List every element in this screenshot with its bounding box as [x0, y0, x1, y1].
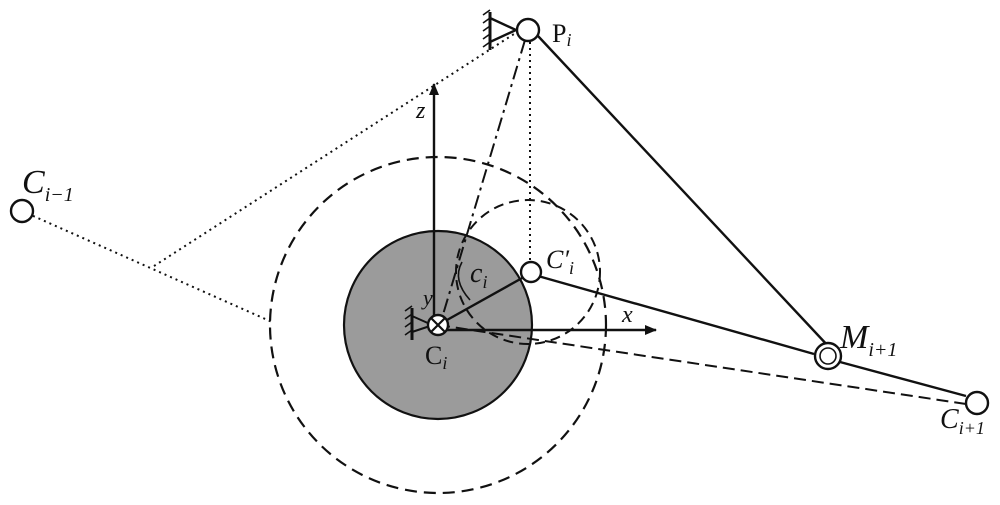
ground-hatch-icon [404, 305, 431, 340]
circle-cross-icon [426, 313, 450, 337]
link-m-to-cip1 [839, 360, 967, 398]
dotted-line-mid-to-pi [153, 33, 515, 267]
joint-cip1-icon [964, 390, 990, 416]
link-cprime-to-m [537, 274, 815, 356]
label-cprime: C′i [546, 245, 574, 278]
label-axis-y: y [421, 285, 433, 310]
label-ci-arc: ci [470, 258, 487, 292]
outer-dashed-circle [268, 155, 608, 495]
link-ci-to-cprime [437, 275, 525, 327]
label-axis-z: z [415, 98, 426, 124]
joint-cim1-icon [9, 198, 35, 224]
dotted-line-cim1-to-outer [21, 210, 273, 323]
small-dashed-circle [455, 199, 601, 345]
label-m: Mi+1 [839, 319, 897, 361]
label-ci-lower: Ci [425, 341, 447, 373]
angle-arc [457, 261, 471, 301]
dashdot-line-pi-to-ci [441, 39, 526, 319]
label-pi: Pi [552, 19, 571, 50]
joint-cprime-icon [519, 260, 543, 284]
label-cip1: Ci+1 [940, 404, 985, 438]
label-axis-x: x [621, 302, 633, 328]
joint-m-icon [813, 341, 843, 371]
joint-pi-icon [515, 17, 541, 43]
label-cim1: Ci−1 [22, 164, 74, 206]
link-pi-to-m [537, 35, 831, 349]
ground-hatch-icon [482, 9, 519, 50]
